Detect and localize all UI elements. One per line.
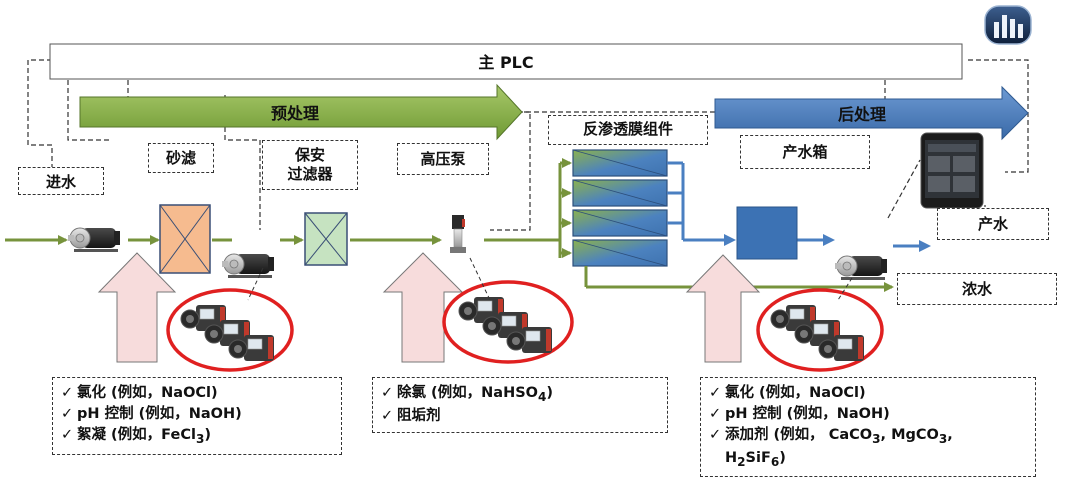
hp-pump-label: 高压泵 — [397, 143, 489, 175]
cartridge-filter-icon — [304, 212, 348, 266]
dosing-arrows — [97, 252, 761, 363]
ro-chemicals-box: ✓除氯 (例如，NaHSO4) ✓阻垢剂 — [372, 377, 668, 433]
chem-row: ✓氯化 (例如，NaOCl) — [61, 385, 218, 401]
ro-module-label: 反渗透膜组件 — [548, 115, 708, 145]
chem-row: ✓添加剂 (例如， CaCO3, MgCO3, — [709, 427, 953, 446]
cartridge-filter-label-line2: 过滤器 — [287, 164, 333, 183]
booster-pump-icon — [221, 253, 275, 279]
pretreatment-banner-label: 预处理 — [271, 104, 319, 123]
post-dosing-arrow — [685, 254, 761, 363]
chem-row: ✓除氯 (例如，NaHSO4) — [381, 385, 554, 404]
chem-row: ✓pH 控制 (例如，NaOH) — [709, 406, 890, 423]
posttreatment-banner-label: 后处理 — [838, 105, 886, 124]
high-pressure-pump-icon — [450, 215, 466, 253]
chem-row: ✓絮凝 (例如，FeCl3) — [61, 427, 211, 446]
chem-row: H2SiF6) — [725, 450, 786, 470]
sand-filter-icon — [159, 204, 211, 274]
ro-membrane-modules — [572, 149, 668, 267]
permeate-collector — [667, 161, 931, 252]
pretreatment-chemicals-box: ✓氯化 (例如，NaOCl) ✓pH 控制 (例如，NaOH) ✓絮凝 (例如，… — [52, 377, 342, 455]
chem-row: ✓氯化 (例如，NaOCl) — [709, 385, 866, 401]
smartphone-icon — [920, 132, 984, 209]
product-water-tank — [736, 206, 798, 260]
pre-dosing-pump-group — [166, 288, 294, 372]
pre-dosing-arrow — [97, 252, 177, 363]
chem-row: ✓pH 控制 (例如，NaOH) — [61, 406, 242, 423]
product-pump-icon — [834, 255, 888, 281]
app-logo-icon — [984, 5, 1032, 45]
posttreatment-banner-arrow — [714, 85, 1029, 141]
ro-feed-manifold — [548, 158, 572, 258]
post-dosing-pump-group — [756, 288, 884, 372]
feed-pump-icon — [67, 227, 121, 253]
chem-row: ✓阻垢剂 — [381, 408, 441, 425]
pretreatment-banner-arrow — [79, 83, 523, 141]
sand-filter-label: 砂滤 — [148, 143, 214, 173]
product-water-label: 产水 — [937, 208, 1049, 240]
feed-water-label: 进水 — [18, 167, 104, 195]
concentrate-label: 浓水 — [897, 273, 1057, 305]
mid-dosing-arrow — [382, 252, 464, 363]
posttreatment-chemicals-box: ✓氯化 (例如，NaOCl) ✓pH 控制 (例如，NaOH) ✓添加剂 (例如… — [700, 377, 1036, 477]
pump-signal-lines — [247, 257, 853, 301]
product-tank-label: 产水箱 — [740, 135, 870, 169]
main-plc-box — [49, 43, 963, 80]
cartridge-filter-label: 保安 过滤器 — [262, 140, 358, 190]
cartridge-filter-label-line1: 保安 — [294, 146, 325, 164]
main-plc-label: 主 PLC — [478, 53, 533, 72]
mid-dosing-pump-group — [442, 280, 574, 364]
